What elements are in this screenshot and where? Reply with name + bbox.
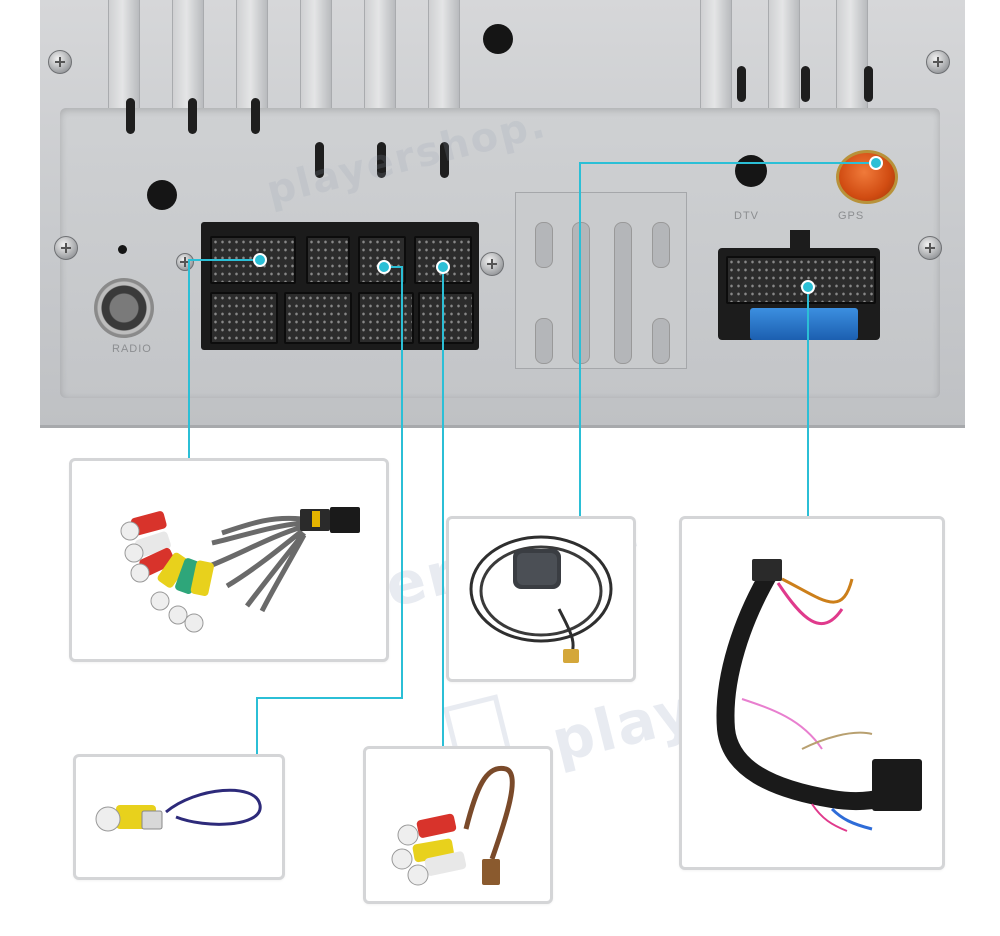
- vent-slot: [440, 142, 449, 178]
- screw-icon: [54, 236, 78, 260]
- radio-label: RADIO: [112, 343, 152, 355]
- accessory-box-rca-out-cable: [363, 746, 553, 904]
- vent-slot: [572, 222, 590, 364]
- vent-slot: [614, 222, 632, 364]
- callout-line: [256, 697, 403, 699]
- gps-antenna-connector: [836, 150, 898, 204]
- mounting-hole: [483, 24, 513, 54]
- connector-port: [418, 292, 474, 344]
- mounting-hole: [147, 180, 177, 210]
- dtv-antenna-port: [735, 155, 767, 187]
- connector-port: [284, 292, 352, 344]
- accessory-box-rca-av-cable: [69, 458, 389, 662]
- callout-dot: [253, 253, 267, 267]
- rca-out-cable-icon: [391, 765, 515, 886]
- connector-port: [358, 292, 414, 344]
- vent-slot: [377, 142, 386, 178]
- vent-slot: [315, 142, 324, 178]
- callout-line: [401, 266, 403, 698]
- screw-icon: [480, 252, 504, 276]
- iso-wiring-harness-icon: [716, 559, 922, 832]
- vent-slot: [801, 66, 810, 102]
- callout-line: [188, 259, 190, 459]
- vent-slot: [126, 98, 135, 134]
- callout-line: [256, 697, 258, 755]
- vent-slot: [535, 222, 553, 268]
- vent-slot: [251, 98, 260, 134]
- vent-slot: [188, 98, 197, 134]
- iso-connector-pins: [726, 256, 876, 304]
- screw-icon: [48, 50, 72, 74]
- gps-antenna-icon: [469, 535, 613, 663]
- iso-connector-latch: [790, 230, 810, 252]
- callout-line: [807, 286, 809, 518]
- connector-port: [210, 292, 278, 344]
- callout-dot: [436, 260, 450, 274]
- vent-slot: [535, 318, 553, 364]
- callout-dot: [869, 156, 883, 170]
- callout-line: [579, 162, 581, 518]
- callout-line: [384, 266, 402, 268]
- connector-port: [306, 236, 350, 284]
- accessory-box-gps-antenna: [446, 516, 636, 682]
- callout-line: [580, 162, 876, 164]
- screw-icon: [918, 236, 942, 260]
- accessory-box-camera-input-cable: [73, 754, 285, 880]
- camera-rca-cable-icon: [95, 788, 262, 832]
- radio-antenna-jack: [94, 278, 154, 338]
- vent-slot: [864, 66, 873, 102]
- dtv-label: DTV: [734, 210, 759, 222]
- accessory-box-iso-harness: [679, 516, 945, 870]
- callout-dot: [377, 260, 391, 274]
- callout-dot: [801, 280, 815, 294]
- callout-line: [188, 259, 260, 261]
- vent-slot: [652, 318, 670, 364]
- vent-slot: [737, 66, 746, 102]
- vent-slot: [652, 222, 670, 268]
- screw-icon: [926, 50, 950, 74]
- fuse-icon: [750, 308, 858, 340]
- gps-label: GPS: [838, 210, 865, 222]
- mic-hole: [118, 245, 127, 254]
- screw-icon: [176, 253, 194, 271]
- rca-multi-cable-icon: [120, 507, 360, 633]
- callout-line: [442, 267, 444, 747]
